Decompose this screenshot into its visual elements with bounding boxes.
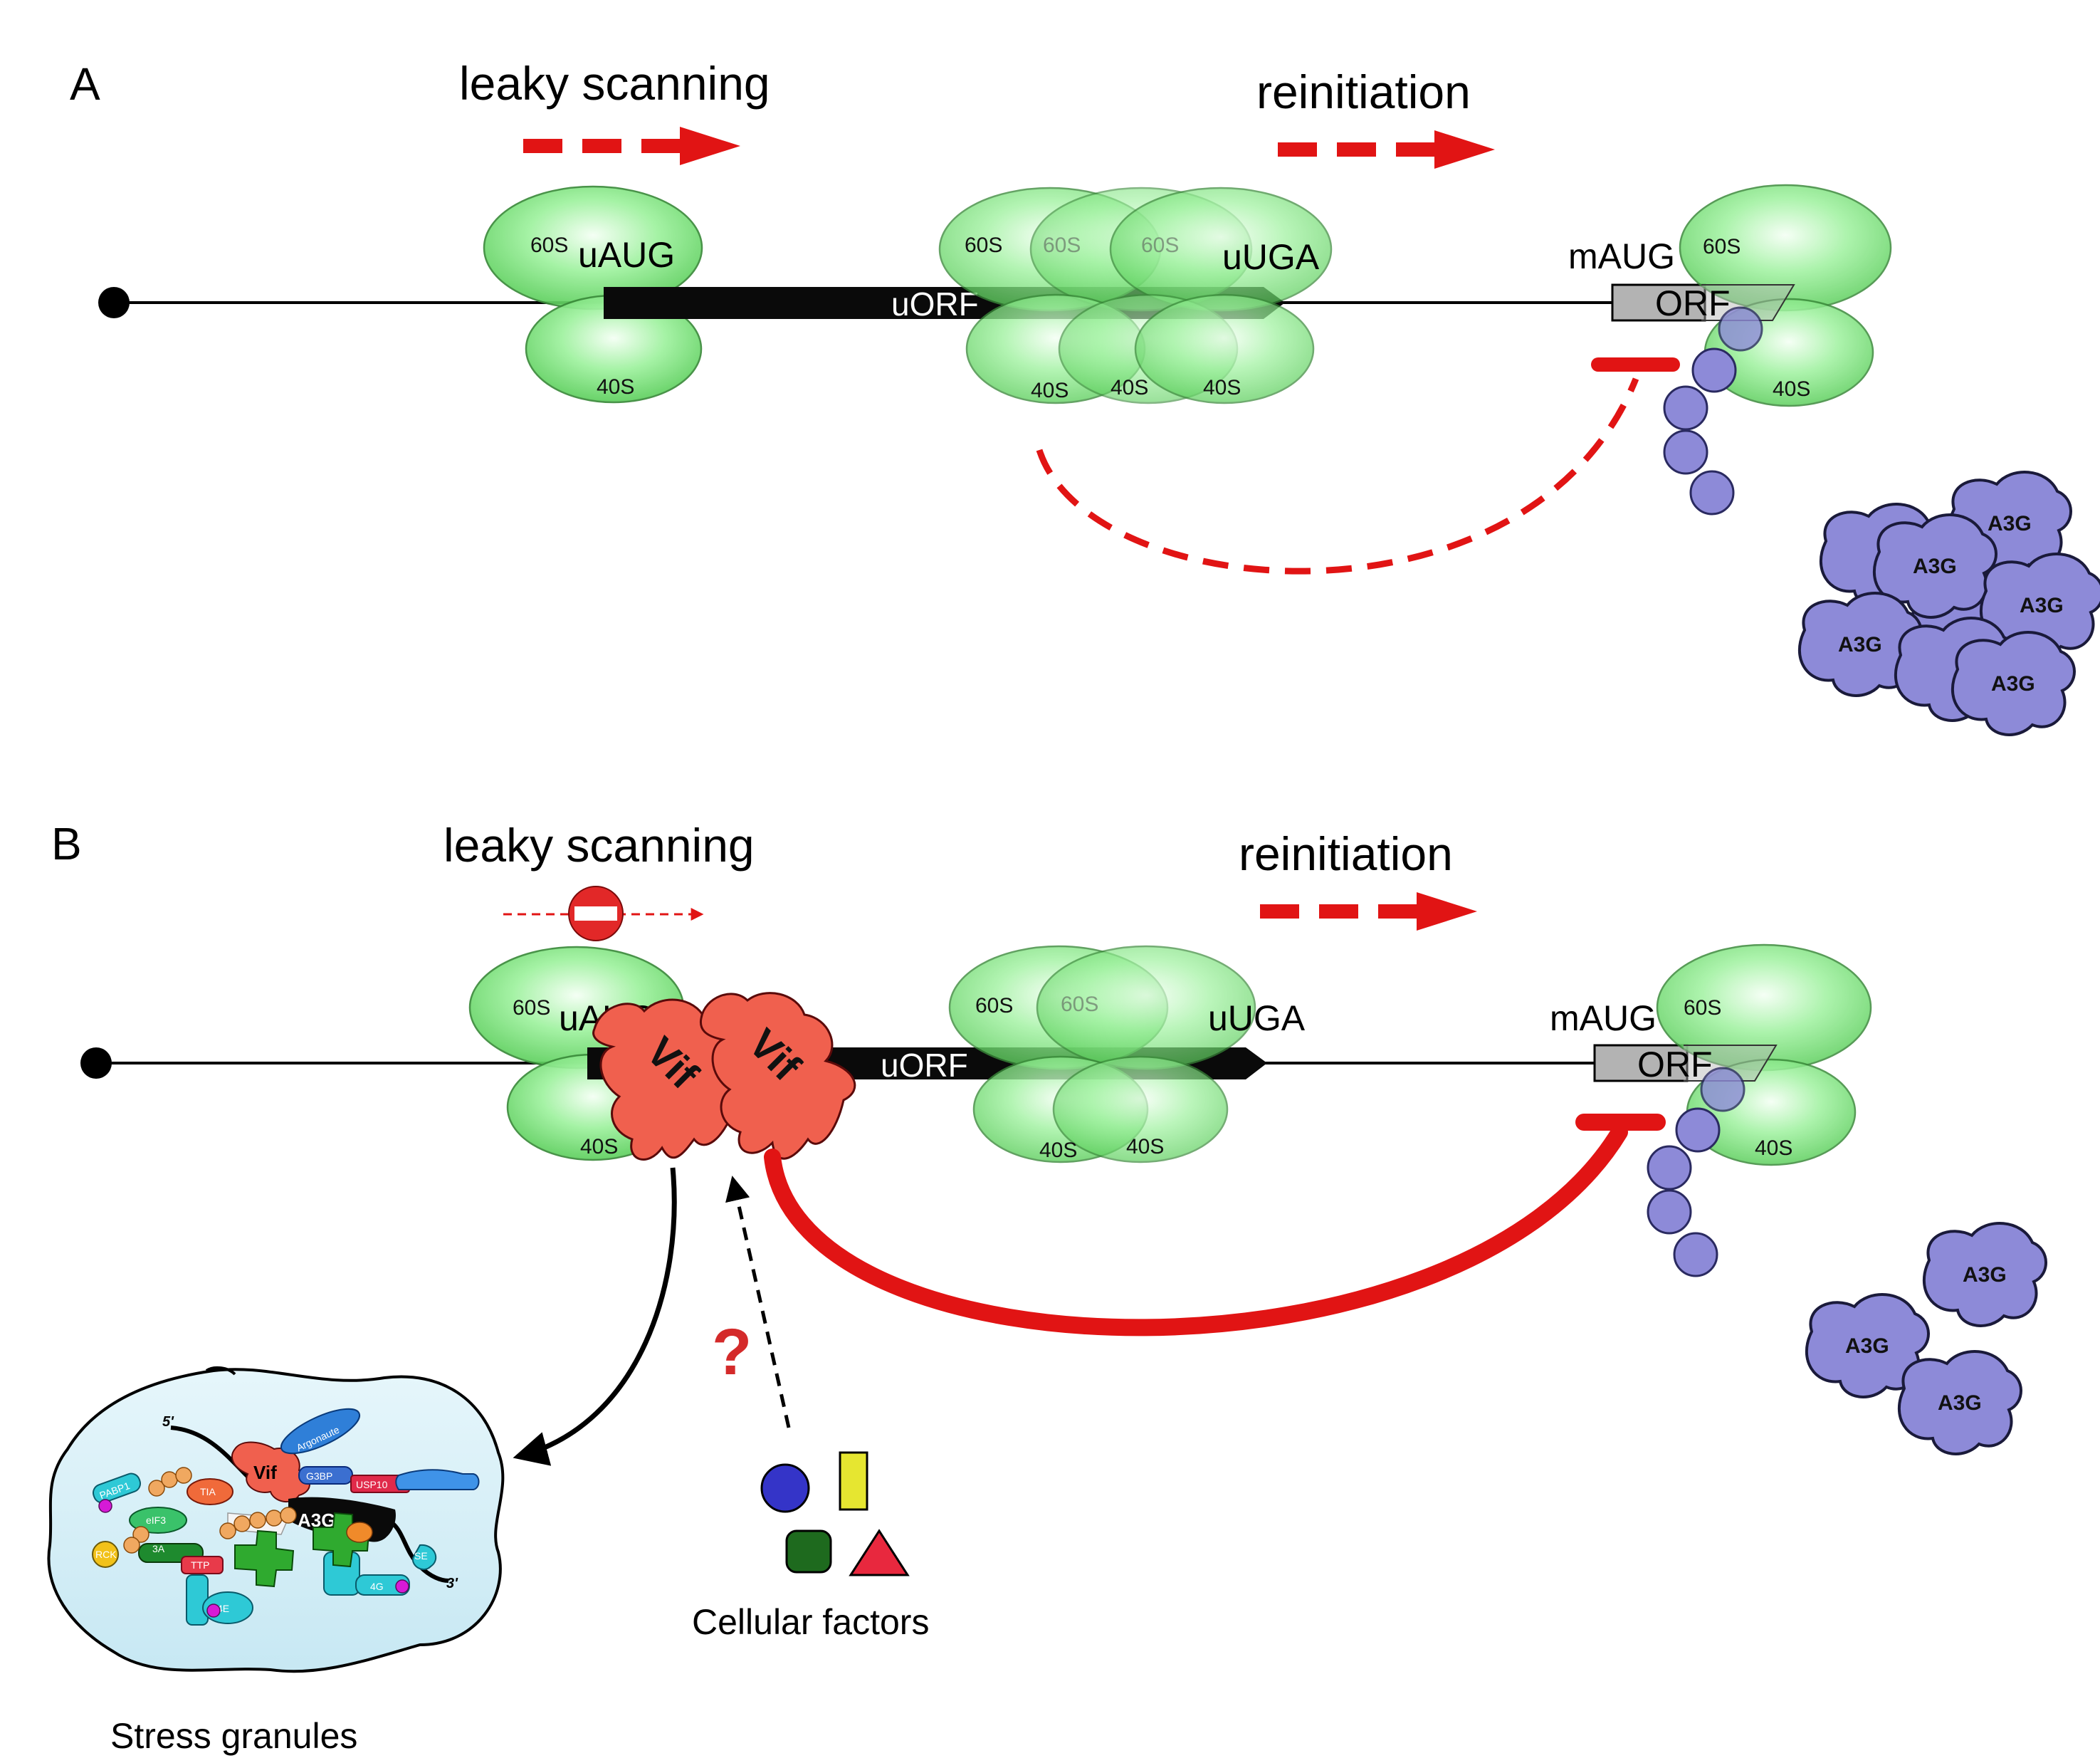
panel-b-40s-label: 40S <box>580 1135 618 1158</box>
panel-a-inhibition-arc <box>1036 357 1680 575</box>
panel-a-a3g-protein-4: A3G <box>1872 513 1997 619</box>
sg-g3bp-label: G3BP <box>306 1470 332 1482</box>
panel-b-a3g-protein-label-3: A3G <box>1938 1391 1982 1415</box>
panel-a-uaug-label: uAUG <box>578 235 675 275</box>
panel-b-60s-label: 60S <box>513 996 550 1020</box>
panel-b-factors-arrow <box>725 1176 791 1428</box>
sg-eif3-label: eIF3 <box>146 1514 166 1526</box>
no-entry-icon <box>568 886 624 941</box>
panel-a-stack-40s-label: 40S <box>1031 379 1069 402</box>
panel-a-ribosome-stack: 60S 60S 60S 40S 40S 40S <box>938 187 1333 404</box>
panel-b-leaky-scanning-label: leaky scanning <box>443 819 755 872</box>
sg-se-label: SE <box>414 1550 428 1561</box>
panel-a-stack-40s-label-3: 40S <box>1203 376 1241 399</box>
sg-three-prime-label: 3' <box>446 1576 458 1591</box>
panel-b-uorf-label: uORF <box>881 1047 968 1084</box>
panel-a-leaky-scanning-arrow <box>523 127 740 165</box>
panel-a-stack-40s-label-2: 40S <box>1111 376 1148 399</box>
panel-b-maug-label: mAUG <box>1550 998 1657 1038</box>
panel-a-a3g-protein-label-4: A3G <box>1913 555 1957 578</box>
panel-a-a3g-protein-label-3: A3G <box>1988 512 2032 535</box>
panel-b-main-40s-label: 40S <box>1755 1136 1792 1160</box>
sg-4g-label: 4G <box>370 1581 384 1592</box>
red-triangle-factor <box>849 1529 910 1576</box>
panel-a-main-40s-label: 40S <box>1773 377 1810 401</box>
panel-b-letter: B <box>51 818 82 869</box>
panel-b-ribosome-stack: 60S 60S 40S 40S <box>948 945 1256 1163</box>
panel-b-reinitiation-arrow <box>1260 892 1477 931</box>
panel-b-a3g-proteins: A3G A3G A3G <box>1805 1222 2047 1455</box>
panel-a-orf-box <box>1611 283 1706 322</box>
panel-a-ribosome-main: 60S 40S <box>1679 184 1892 407</box>
sg-3a-label: 3A <box>152 1543 165 1554</box>
panel-a-main-60s-label: 60S <box>1703 235 1741 258</box>
sg-five-prime-label: 5' <box>162 1414 174 1430</box>
panel-b-peptide-chain <box>1647 1067 1745 1277</box>
panel-b: B leaky scanning reinitiation 60S 40S uA… <box>47 818 2047 1756</box>
panel-b-a3g-protein-3: A3G <box>1897 1350 2022 1455</box>
panel-b-stack-60s-faint-label: 60S <box>1061 993 1098 1016</box>
panel-a-leaky-scanning-label: leaky scanning <box>459 57 770 110</box>
panel-b-granule-arrow <box>513 1167 677 1466</box>
blue-circle-factor <box>760 1463 810 1513</box>
panel-b-a3g-protein-2: A3G <box>1805 1293 1930 1398</box>
panel-b-cap-icon <box>80 1047 112 1079</box>
panel-a-stack-60s-label: 60S <box>965 234 1002 257</box>
panel-b-orf-label: ORF <box>1637 1045 1713 1084</box>
panel-a-60s-label: 60S <box>530 234 568 257</box>
panel-a-cap-icon <box>98 287 130 318</box>
panel-b-a3g-protein-1: A3G <box>1922 1222 2047 1327</box>
panel-a-reinitiation-label: reinitiation <box>1256 66 1471 118</box>
panel-b-inhibition-arc <box>764 1114 1666 1336</box>
panel-b-a3g-protein-label-1: A3G <box>1963 1263 2007 1287</box>
panel-b-uuga-label: uUGA <box>1208 998 1306 1038</box>
sg-rck-label: RCK <box>95 1549 117 1560</box>
panel-a-uorf-label: uORF <box>891 286 979 323</box>
panel-a-a3g-protein-label-6: A3G <box>2020 594 2064 617</box>
panel-b-stack-40s-label: 40S <box>1039 1139 1077 1162</box>
panel-a-ribosome-uaug: 60S 40S <box>483 185 703 404</box>
panel-a-stack-60s-faint-label: 60S <box>1043 234 1081 257</box>
panel-a-stack-60s-faint-label-2: 60S <box>1141 234 1179 257</box>
green-square-factor <box>785 1529 832 1574</box>
panel-b-stack-40s-label-2: 40S <box>1126 1135 1164 1158</box>
panel-a-orf-label: ORF <box>1655 283 1731 323</box>
panel-b-stack-60s-label: 60S <box>975 994 1013 1017</box>
sg-vif-label: Vif <box>253 1462 277 1483</box>
panel-a-reinitiation-arrow <box>1278 130 1495 169</box>
panel-a-a3g-cluster: A3G A3G A3G A3G A3G <box>1797 471 2100 736</box>
panel-b-orf-box <box>1593 1044 1689 1082</box>
panel-b-a3g-protein-label-2: A3G <box>1845 1334 1889 1358</box>
sg-usp10-label: USP10 <box>356 1479 388 1490</box>
panel-b-vif-protein-2: Vif <box>699 992 856 1160</box>
panel-a-maug-label: mAUG <box>1568 236 1675 276</box>
panel-a-uuga-label: uUGA <box>1222 237 1320 277</box>
panel-b-question-mark: ? <box>712 1316 752 1388</box>
panel-b-reinitiation-label: reinitiation <box>1239 827 1453 880</box>
panel-b-cellular-factors-label: Cellular factors <box>692 1602 929 1642</box>
sg-ttp-label: TTP <box>191 1559 209 1571</box>
panel-a-letter: A <box>70 58 100 110</box>
sg-tia-label: TIA <box>200 1486 216 1497</box>
panel-a-peptide-chain <box>1663 306 1763 516</box>
panel-b-main-60s-label: 60S <box>1684 996 1721 1020</box>
panel-a-a3g-protein-label-5: A3G <box>1838 633 1882 656</box>
panel-a: A leaky scanning reinitiation 60S 40S uO… <box>70 57 2100 736</box>
stress-granule: 5' 3' Vif A3G Argonaute G3BP USP10 PABP1… <box>47 1366 505 1673</box>
panel-a-a3g-protein-8: A3G <box>1951 631 2076 736</box>
panel-a-a3g-protein-label-8: A3G <box>1991 672 2035 696</box>
yellow-rectangle-factor <box>839 1451 868 1511</box>
panel-a-40s-label: 40S <box>597 375 634 399</box>
panel-b-stress-granules-label: Stress granules <box>110 1716 357 1756</box>
panel-b-vif-protein-1: Vif <box>592 998 750 1161</box>
